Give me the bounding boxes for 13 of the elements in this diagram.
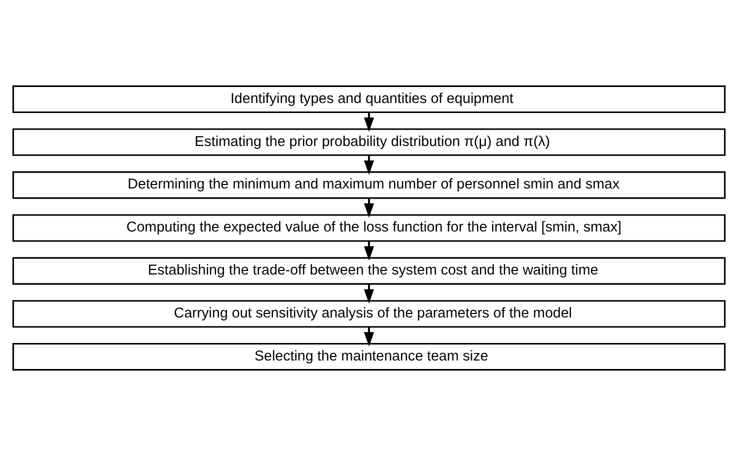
node-box: Carrying out sensitivity analysis of the parameters of the model — [12, 300, 726, 328]
node-box: Estimating the prior probability distribution π(μ) and π(λ) — [12, 128, 726, 156]
arrow — [364, 112, 374, 132]
node-box: Identifying types and quantities of equipment — [12, 84, 726, 112]
arrow — [364, 326, 374, 346]
node-box: Computing the expected value of the loss function for the interval [smin, smax] — [12, 214, 726, 242]
node-box: Establishing the trade-off between the system cost and the waiting time — [12, 256, 726, 284]
arrow — [364, 284, 374, 304]
arrow — [364, 154, 374, 174]
arrow — [364, 198, 374, 218]
node-box: Selecting the maintenance team size — [12, 342, 726, 370]
node-box: Determining the minimum and maximum number of personnel smin and smax — [12, 170, 726, 198]
arrow — [364, 240, 374, 260]
